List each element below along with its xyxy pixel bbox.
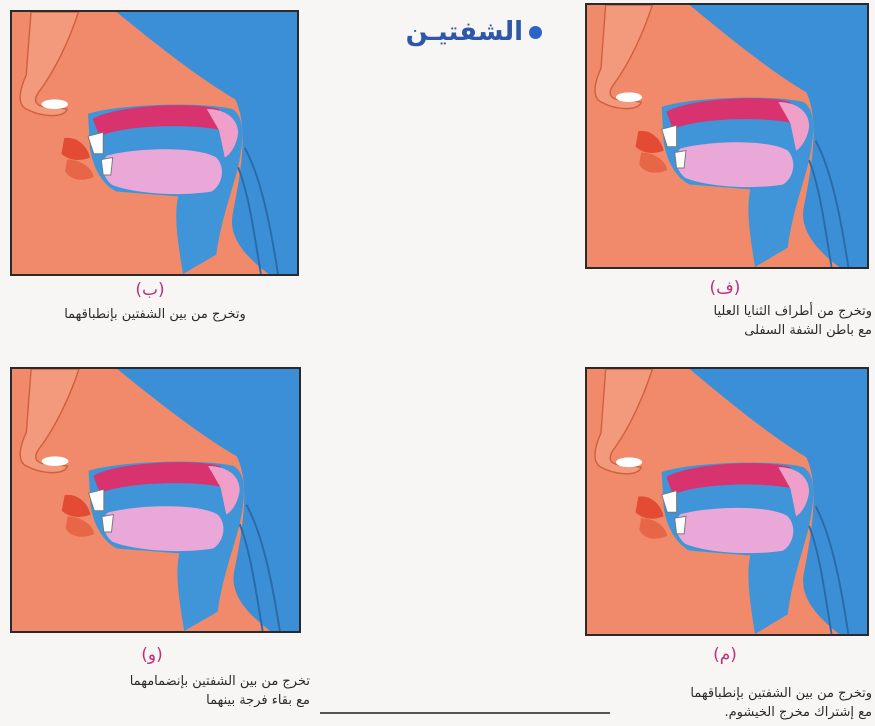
mouth-diagram-b [12, 12, 297, 274]
bullet-icon [529, 26, 542, 39]
mouth-diagram-m [587, 369, 867, 634]
panel-m-letter: (م) [695, 645, 755, 665]
caption-line: وتخرج من بين الشفتين بإنطباقهما [10, 305, 300, 324]
panel-b-caption: وتخرج من بين الشفتين بإنطباقهما [10, 305, 300, 324]
diagram-panel-m [585, 367, 869, 636]
panel-f-caption: وتخرج من أطراف الثنايا العليا مع باطن ال… [600, 302, 872, 340]
panel-w-caption: تخرج من بين الشفتين بإنضمامهما مع بقاء ف… [10, 672, 310, 710]
caption-line: مع إشتراك مخرج الخيشوم. [596, 703, 872, 722]
diagram-panel-w [10, 367, 301, 633]
mouth-diagram-f [587, 5, 867, 267]
caption-line: تخرج من بين الشفتين بإنضمامهما [10, 672, 310, 691]
panel-f-letter: (ف) [695, 278, 755, 298]
panel-m-caption: وتخرج من بين الشفتين بإنطباقهما مع إشترا… [596, 684, 872, 722]
caption-line: وتخرج من بين الشفتين بإنطباقهما [596, 684, 872, 703]
diagram-panel-b [10, 10, 299, 276]
caption-line: مع بقاء فرجة بينهما [10, 691, 310, 710]
panel-b-letter: (ب) [120, 280, 180, 300]
page-title: الشفتيـن [362, 12, 542, 52]
title-text: الشفتيـن [406, 17, 523, 47]
mouth-diagram-w [12, 369, 299, 631]
panel-w-letter: (و) [122, 645, 182, 665]
caption-line: مع باطن الشفة السفلى [600, 321, 872, 340]
diagram-panel-f [585, 3, 869, 269]
divider-line [320, 712, 610, 714]
caption-line: وتخرج من أطراف الثنايا العليا [600, 302, 872, 321]
